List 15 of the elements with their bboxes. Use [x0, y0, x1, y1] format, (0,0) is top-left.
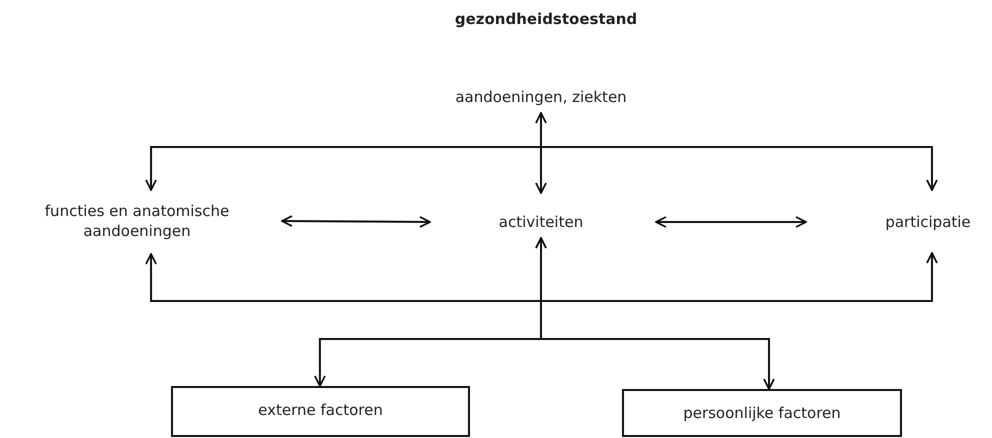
arrow — [145, 252, 938, 302]
concept-label: participatie — [866, 206, 990, 238]
factor-box — [622, 389, 902, 437]
arrow — [535, 112, 547, 194]
arrow — [655, 216, 807, 228]
arrow — [535, 237, 775, 390]
arrow — [145, 146, 938, 191]
concept-label: functies en anatomische aandoeningen — [2, 190, 272, 252]
concept-label: activiteiten — [466, 206, 616, 238]
box-text: externe factoren — [258, 400, 383, 420]
arrow — [281, 215, 431, 228]
box-text: persoonlijke factoren — [683, 403, 841, 424]
factor-box — [171, 386, 470, 437]
diagram-title: gezondheidstoestand — [454, 10, 638, 28]
concept-label: aandoeningen, ziekten — [431, 82, 651, 112]
